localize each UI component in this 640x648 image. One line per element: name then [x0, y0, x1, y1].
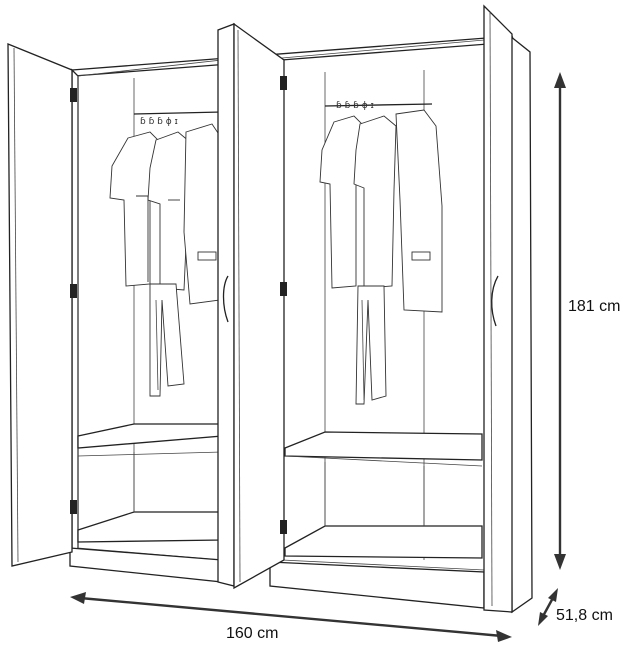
left-inner-door: [217, 23, 235, 587]
clothes-right: [319, 109, 443, 405]
height-label: 181 cm: [568, 298, 620, 315]
left-shelf: [77, 423, 223, 543]
width-dimension: [70, 592, 512, 642]
svg-text:ɓ ɓ ɓ ϕ ɪ: ɓ ɓ ɓ ϕ ɪ: [140, 117, 178, 127]
right-shelf: [284, 431, 483, 559]
left-outer-door: [7, 43, 77, 567]
width-label: 160 cm: [226, 625, 278, 642]
right-outer-door: [483, 4, 513, 613]
depth-dimension: [538, 588, 558, 626]
depth-label: 51,8 cm: [556, 607, 613, 624]
center-door: [233, 22, 287, 590]
height-dimension: [554, 72, 566, 570]
hooks: ɓ ɓ ɓ ϕ ɪ ɓ ɓ ɓ ϕ ɪ: [140, 101, 374, 127]
clothes-left: [109, 123, 221, 397]
svg-text:ɓ ɓ ɓ ϕ ɪ: ɓ ɓ ɓ ϕ ɪ: [336, 101, 374, 111]
